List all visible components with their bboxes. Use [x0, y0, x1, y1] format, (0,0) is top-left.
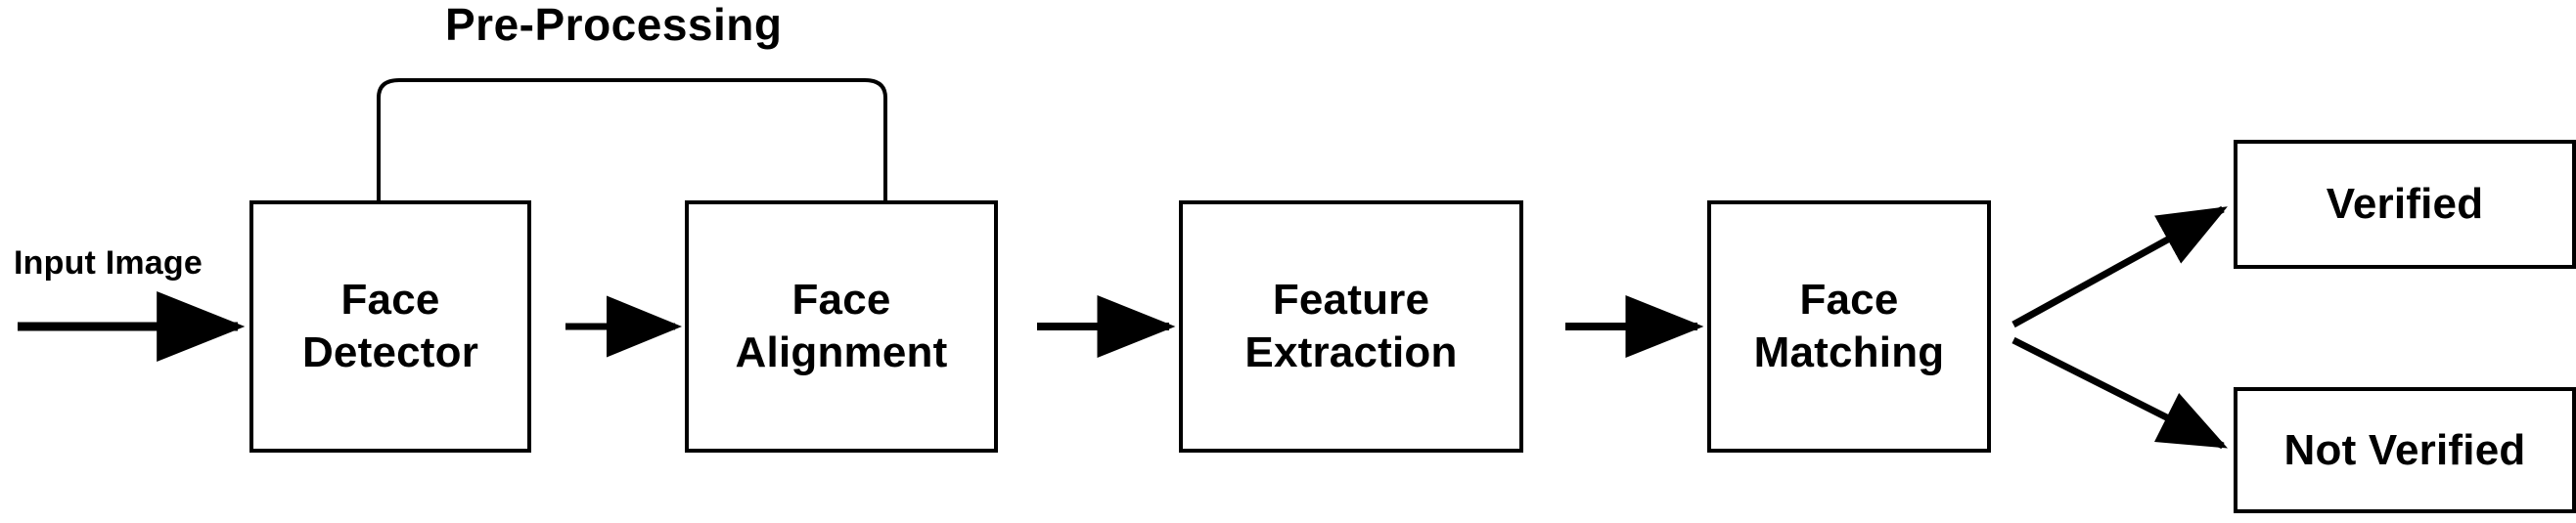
node-face-detector-label: Face Detector: [301, 276, 479, 376]
preprocessing-group-label: Pre-Processing: [445, 0, 783, 50]
node-verified-label: Verified: [2326, 180, 2484, 229]
node-face-alignment-label: Face Alignment: [735, 276, 948, 376]
preprocessing-bracket: [377, 78, 887, 200]
node-face-alignment[interactable]: Face Alignment: [685, 200, 998, 453]
node-face-matching[interactable]: Face Matching: [1707, 200, 1991, 453]
node-face-matching-label: Face Matching: [1753, 276, 1945, 376]
node-not-verified[interactable]: Not Verified: [2234, 387, 2576, 513]
node-face-detector[interactable]: Face Detector: [249, 200, 531, 453]
arrow-matching-to-not-verified: [2011, 336, 2228, 450]
arrow-matching-to-verified: [2011, 205, 2228, 328]
node-not-verified-label: Not Verified: [2283, 425, 2526, 474]
input-image-label: Input Image: [14, 244, 203, 282]
node-feature-extraction[interactable]: Feature Extraction: [1179, 200, 1523, 453]
node-feature-extraction-label: Feature Extraction: [1244, 276, 1458, 376]
node-verified[interactable]: Verified: [2234, 140, 2576, 269]
